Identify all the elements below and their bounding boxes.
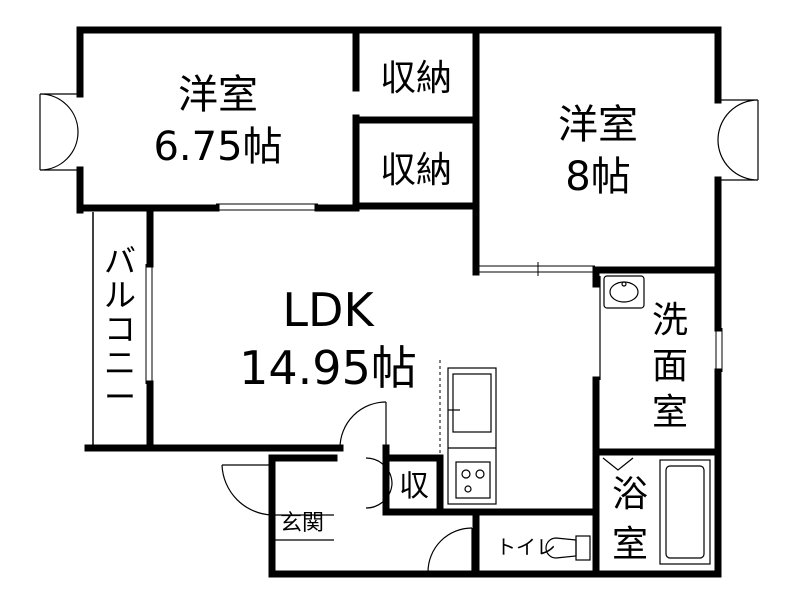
room1-name: 洋室 [178, 72, 258, 118]
washroom-label: 洗 面 室 [652, 300, 688, 433]
kitchen-counter [447, 367, 497, 505]
washroom-window [715, 328, 723, 372]
bathroom-char-1: 浴 [612, 474, 648, 515]
left-window-doors [39, 93, 79, 171]
ldk-name: LDK [282, 283, 375, 337]
room1-size: 6.75帖 [153, 124, 282, 170]
room2-size: 8帖 [565, 154, 630, 200]
balcony-char-3: コ [104, 310, 136, 348]
storage-label-1: 収納 [380, 58, 452, 99]
wash-basin [603, 275, 645, 309]
walls [76, 26, 722, 578]
bath-door-mark [602, 457, 634, 471]
bathroom-label: 浴 室 [612, 474, 648, 565]
balcony-label: バ ル コ ニ ー [104, 242, 136, 416]
bathroom-char-2: 室 [612, 524, 648, 565]
washroom-char-1: 洗 [652, 300, 688, 341]
balcony-char-4: ニ [104, 344, 136, 382]
washroom-char-2: 面 [652, 346, 688, 387]
entrance-door [221, 464, 334, 541]
ldk-door [339, 401, 387, 449]
right-window-doors [717, 99, 759, 181]
room2-window [478, 262, 595, 276]
toilet-label: トイレ [496, 535, 556, 559]
balcony-char-1: バ [104, 242, 136, 280]
washroom-char-3: 室 [652, 392, 688, 433]
bathtub [659, 459, 711, 565]
room2-name: 洋室 [558, 102, 638, 148]
ldk-size: 14.95帖 [239, 341, 417, 395]
storage-label-2: 収納 [380, 150, 452, 191]
balcony-window [145, 264, 153, 384]
small-storage-label: 収 [399, 469, 429, 504]
toilet-door [427, 527, 473, 573]
balcony-char-2: ル [104, 276, 136, 314]
room1-window [216, 203, 318, 211]
entrance-label: 玄関 [280, 511, 324, 536]
balcony-char-5: ー [104, 378, 136, 416]
toilet-fixture [545, 535, 591, 561]
